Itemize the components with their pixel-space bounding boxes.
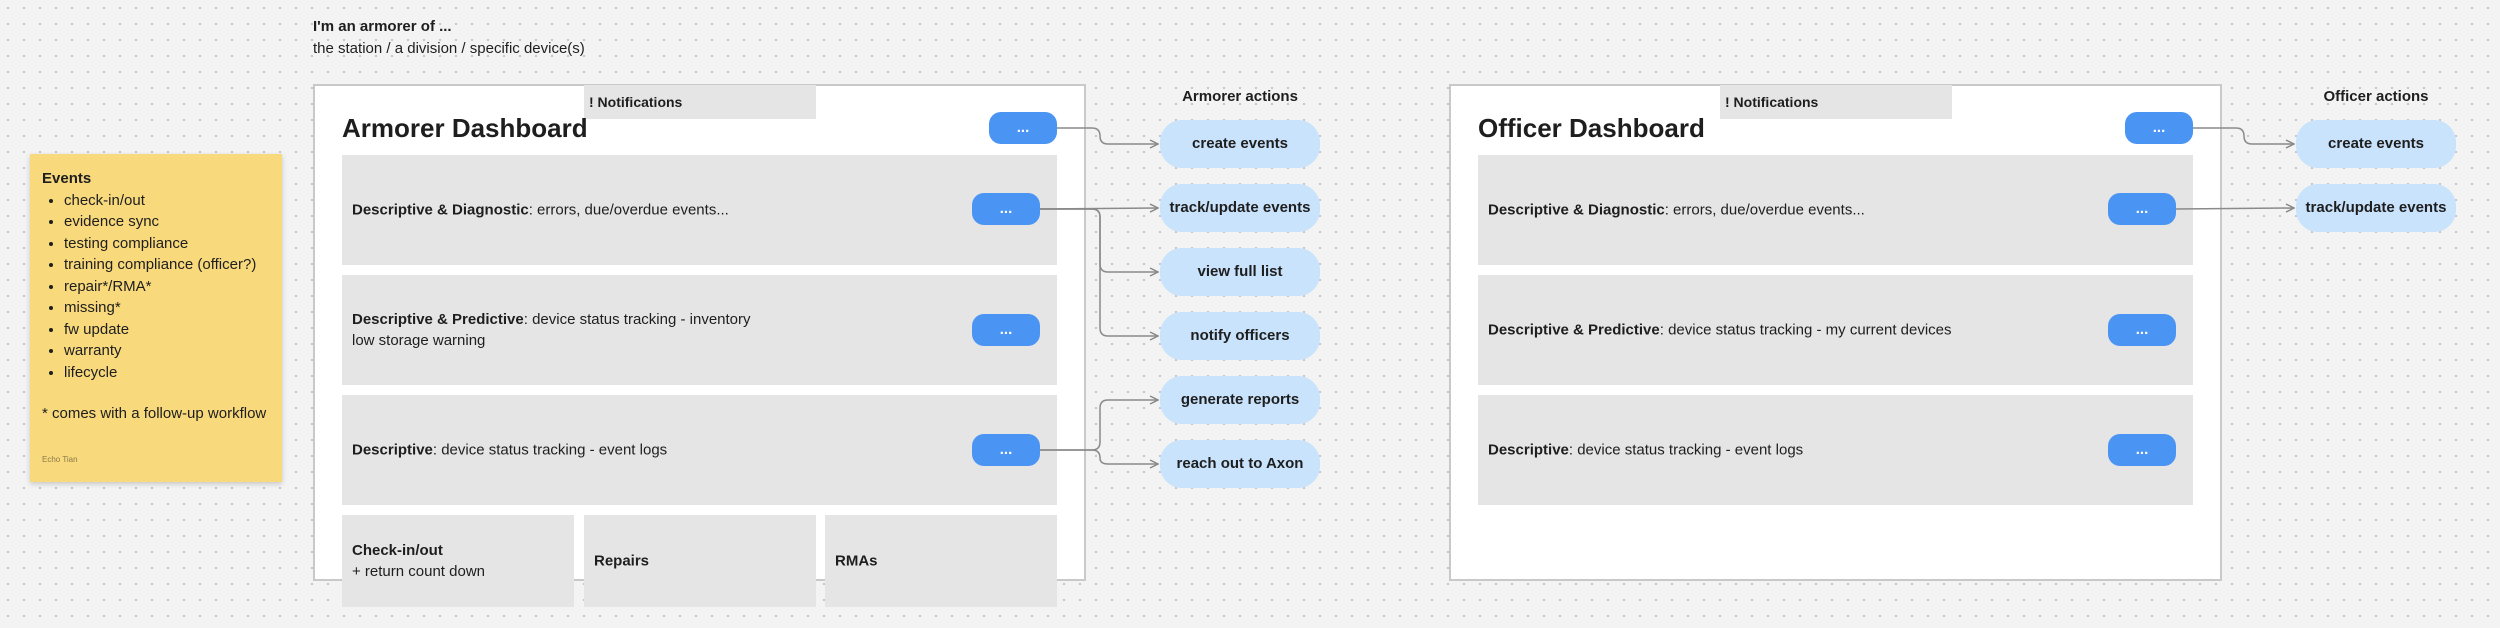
officer-predictive-more-button[interactable]: ... bbox=[2108, 314, 2176, 346]
armorer-panel-diagnostic[interactable]: Descriptive & Diagnostic: errors, due/ov… bbox=[342, 155, 1057, 265]
panel-text: : errors, due/overdue events... bbox=[528, 201, 729, 219]
list-item: evidence sync bbox=[64, 211, 270, 233]
panel-text: : device status tracking - inventory bbox=[523, 311, 751, 328]
rmas-panel[interactable]: RMAs bbox=[825, 515, 1057, 607]
officer-dashboard-title: Officer Dashboard bbox=[1478, 113, 1705, 143]
armorer-create-events-button[interactable]: create events bbox=[1160, 120, 1320, 168]
officer-event-logs-more-button[interactable]: ... bbox=[2108, 434, 2176, 466]
panel-text: : device status tracking - event logs bbox=[432, 441, 668, 459]
view-full-list-button[interactable]: view full list bbox=[1160, 248, 1320, 296]
list-item: testing compliance bbox=[64, 233, 270, 255]
armorer-diagnostic-more-button[interactable]: ... bbox=[972, 193, 1040, 225]
list-item: repair*/RMA* bbox=[64, 276, 270, 298]
officer-header-more-button[interactable]: ... bbox=[2125, 112, 2193, 144]
officer-notifications[interactable]: ! Notifications bbox=[1720, 85, 1952, 119]
reach-out-to-axon-button[interactable]: reach out to Axon bbox=[1160, 440, 1320, 488]
officer-panel-diagnostic[interactable]: Descriptive & Diagnostic: errors, due/ov… bbox=[1478, 155, 2193, 265]
officer-diagnostic-more-button[interactable]: ... bbox=[2108, 193, 2176, 225]
armorer-predictive-more-button[interactable]: ... bbox=[972, 314, 1040, 346]
sticky-footnote: * comes with a follow-up workflow bbox=[42, 405, 267, 422]
officer-actions-title: Officer actions bbox=[2323, 88, 2429, 105]
armorer-header-more-button[interactable]: ... bbox=[989, 112, 1057, 144]
checkin-panel[interactable]: Check-in/out + return count down bbox=[342, 515, 574, 607]
armorer-notifications[interactable]: ! Notifications bbox=[584, 85, 816, 119]
officer-create-events-button[interactable]: create events bbox=[2296, 120, 2456, 168]
panel-label: RMAs bbox=[835, 552, 878, 570]
officer-panel-event-logs[interactable]: Descriptive: device status tracking - ev… bbox=[1478, 395, 2193, 505]
armorer-event-logs-more-button[interactable]: ... bbox=[972, 434, 1040, 466]
repairs-panel[interactable]: Repairs bbox=[584, 515, 816, 607]
armorer-panel-predictive[interactable]: Descriptive & Predictive: device status … bbox=[342, 275, 1057, 385]
list-item: fw update bbox=[64, 319, 270, 341]
page-title: I'm an armorer of ... bbox=[313, 18, 452, 35]
panel-label: Descriptive & Predictive bbox=[1488, 321, 1660, 339]
panel-label: Check-in/out bbox=[352, 542, 443, 559]
sticky-title: Events bbox=[42, 170, 92, 187]
page-subtitle: the station / a division / specific devi… bbox=[313, 40, 585, 57]
panel-text-line2: + return count down bbox=[352, 563, 486, 580]
list-item: training compliance (officer?) bbox=[64, 254, 270, 276]
list-item: check-in/out bbox=[64, 190, 270, 212]
events-list: check-in/out evidence sync testing compl… bbox=[42, 190, 270, 384]
panel-label: Descriptive & Diagnostic bbox=[352, 201, 529, 219]
armorer-track-update-events-button[interactable]: track/update events bbox=[1160, 184, 1320, 232]
armorer-dashboard-title: Armorer Dashboard bbox=[342, 113, 588, 143]
armorer-actions-title: Armorer actions bbox=[1182, 88, 1298, 105]
list-item: lifecycle bbox=[64, 362, 270, 384]
panel-text: : device status tracking - event logs bbox=[1568, 441, 1804, 459]
sticky-author: Echo Tian bbox=[42, 454, 78, 464]
officer-track-update-events-button[interactable]: track/update events bbox=[2296, 184, 2456, 232]
panel-text: : errors, due/overdue events... bbox=[1664, 201, 1865, 219]
generate-reports-button[interactable]: generate reports bbox=[1160, 376, 1320, 424]
panel-text-line2: low storage warning bbox=[352, 332, 486, 349]
panel-label: Descriptive bbox=[352, 441, 433, 459]
list-item: missing* bbox=[64, 297, 270, 319]
notify-officers-button[interactable]: notify officers bbox=[1160, 312, 1320, 360]
panel-text: : device status tracking - my current de… bbox=[1659, 321, 1952, 339]
armorer-panel-event-logs[interactable]: Descriptive: device status tracking - ev… bbox=[342, 395, 1057, 505]
list-item: warranty bbox=[64, 340, 270, 362]
officer-panel-predictive[interactable]: Descriptive & Predictive: device status … bbox=[1478, 275, 2193, 385]
panel-label: Descriptive & Diagnostic bbox=[1488, 201, 1665, 219]
panel-label: Descriptive & Predictive bbox=[352, 311, 524, 328]
panel-label: Descriptive bbox=[1488, 441, 1569, 459]
events-sticky-note[interactable]: Events check-in/out evidence sync testin… bbox=[30, 154, 282, 482]
panel-label: Repairs bbox=[594, 552, 650, 570]
